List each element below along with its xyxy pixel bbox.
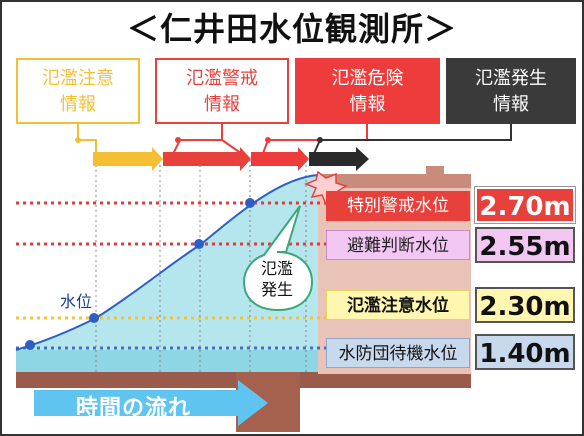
- box-connectors: [77, 124, 512, 157]
- info-box-line1: 氾濫危険: [331, 68, 404, 89]
- bubble-line2: 発生: [260, 280, 293, 299]
- point-special: [245, 198, 255, 208]
- info-box-line1: 氾濫発生: [475, 68, 547, 89]
- info-box-line2: 情報: [204, 94, 240, 115]
- water-base: [16, 350, 318, 372]
- time-flow-label: 時間の流れ: [76, 396, 192, 421]
- level-value-flood-caution: 2.30m: [475, 287, 575, 323]
- info-box-line1: 氾濫注意: [42, 68, 114, 89]
- level-label-standby: 水防団待機水位: [326, 338, 470, 368]
- info-box-flood-occurred: 氾濫発生 情報: [446, 58, 576, 124]
- arrow-occurred: [309, 147, 369, 171]
- info-box-flood-danger: 氾濫危険 情報: [295, 58, 440, 124]
- info-box-flood-warning: 氾濫警戒 情報: [155, 58, 289, 124]
- water-level-curve: [15, 174, 319, 351]
- time-arrow: [34, 380, 268, 426]
- info-box-line2: 情報: [349, 94, 386, 115]
- info-box-flood-caution: 氾濫注意 情報: [16, 58, 140, 124]
- flood-bubble-text: 氾濫 発生: [246, 258, 308, 300]
- info-box-line2: 情報: [493, 94, 529, 115]
- water-level-label: 水位: [60, 292, 93, 311]
- level-label-special-warning: 特別警戒水位: [326, 191, 470, 221]
- info-box-line2: 情報: [60, 94, 96, 115]
- level-label-evacuation: 避難判断水位: [326, 230, 470, 260]
- point-evac: [194, 239, 204, 249]
- level-label-flood-caution: 氾濫注意水位: [326, 290, 470, 320]
- ground-slope: [236, 372, 300, 432]
- page-title: ＜仁井田水位観測所＞: [126, 10, 457, 48]
- level-value-special-warning: 2.70m: [474, 186, 576, 224]
- connector-dots: [75, 137, 323, 143]
- info-box-line1: 氾濫警戒: [186, 68, 258, 89]
- level-value-evacuation: 2.55m: [475, 227, 575, 263]
- point-caution: [89, 313, 99, 323]
- level-value-standby: 1.40m: [475, 334, 575, 370]
- arrow-warning-1: [163, 147, 251, 171]
- bubble-line1: 氾濫: [260, 259, 293, 278]
- arrow-caution: [93, 147, 163, 171]
- flood-bubble: [242, 205, 314, 312]
- chimney: [426, 166, 444, 188]
- water-area: [16, 175, 318, 372]
- arrow-warning-2: [251, 147, 309, 171]
- point-standby: [25, 340, 35, 350]
